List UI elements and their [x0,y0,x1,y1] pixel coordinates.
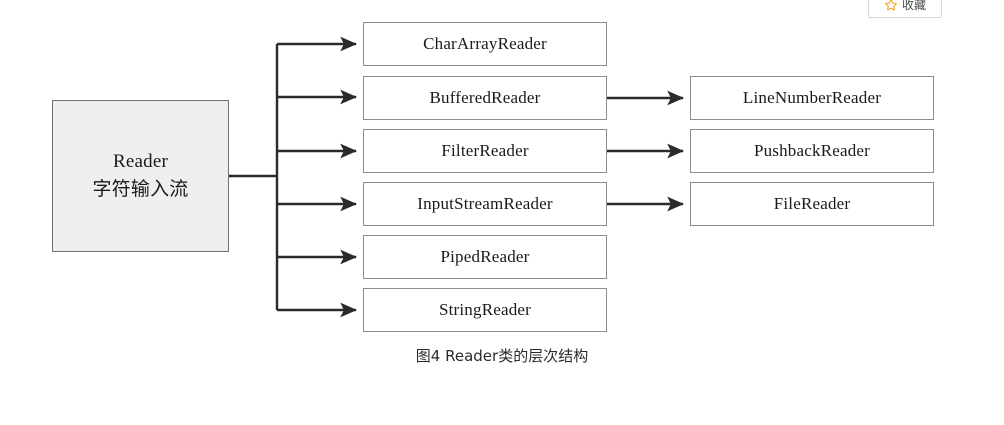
node-pushback-reader: PushbackReader [690,129,934,173]
node-reader-root: Reader 字符输入流 [52,100,229,252]
node-label: PipedReader [440,247,530,266]
node-filter-reader: FilterReader [363,129,607,173]
star-icon [884,0,898,12]
node-buffered-reader: BufferedReader [363,76,607,120]
node-label: CharArrayReader [423,34,547,53]
node-label: StringReader [438,300,532,319]
node-piped-reader: PipedReader [363,235,607,279]
node-label: LineNumberReader [742,88,882,107]
node-label: InputStreamReader [417,194,553,213]
node-char-array-reader: CharArrayReader [363,22,607,66]
figure-caption: 图4 Reader类的层次结构 [415,347,589,365]
favorite-label: 收藏 [901,0,926,12]
node-file-reader: FileReader [690,182,934,226]
node-subtitle: 字符输入流 [92,178,189,200]
favorite-button[interactable]: 收藏 [868,0,942,18]
node-title: Reader [113,151,168,173]
node-label: FilterReader [441,141,529,160]
node-line-number-reader: LineNumberReader [690,76,934,120]
node-label: PushbackReader [753,141,871,160]
node-input-stream-reader: InputStreamReader [363,182,607,226]
node-string-reader: StringReader [363,288,607,332]
node-label: FileReader [773,194,851,213]
node-label: BufferedReader [429,88,541,107]
